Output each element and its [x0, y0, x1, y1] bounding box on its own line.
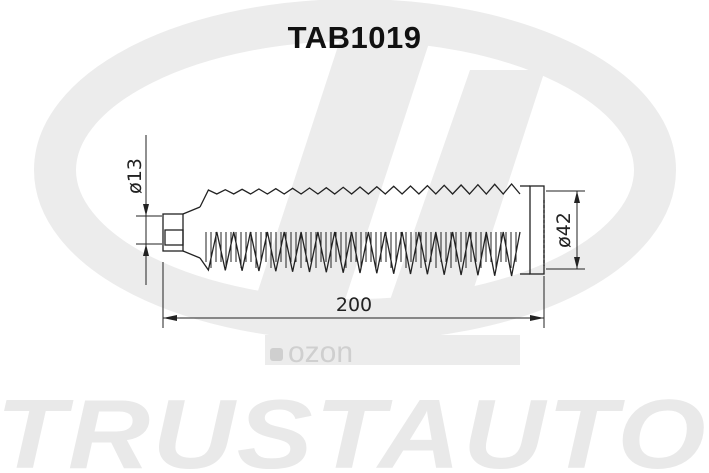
brand-watermark: TRUSTAUTO: [0, 379, 708, 473]
small-diameter-label: ø13: [124, 158, 146, 194]
part-number-title: TAB1019: [287, 20, 422, 55]
large-diameter-label: ø42: [553, 212, 575, 248]
upper-corrugation: [199, 182, 521, 208]
boot-outline: [162, 182, 545, 277]
dimension-arrows: [143, 191, 580, 321]
lower-corrugation: [199, 231, 521, 277]
trustauto-logo-icon: [34, 0, 676, 365]
large-end-collar: [529, 185, 545, 275]
section-hatch: [205, 232, 517, 268]
length-label: 200: [336, 294, 372, 316]
ozon-watermark: ozon: [270, 336, 353, 369]
ozon-logo-icon: ozon: [288, 336, 353, 369]
